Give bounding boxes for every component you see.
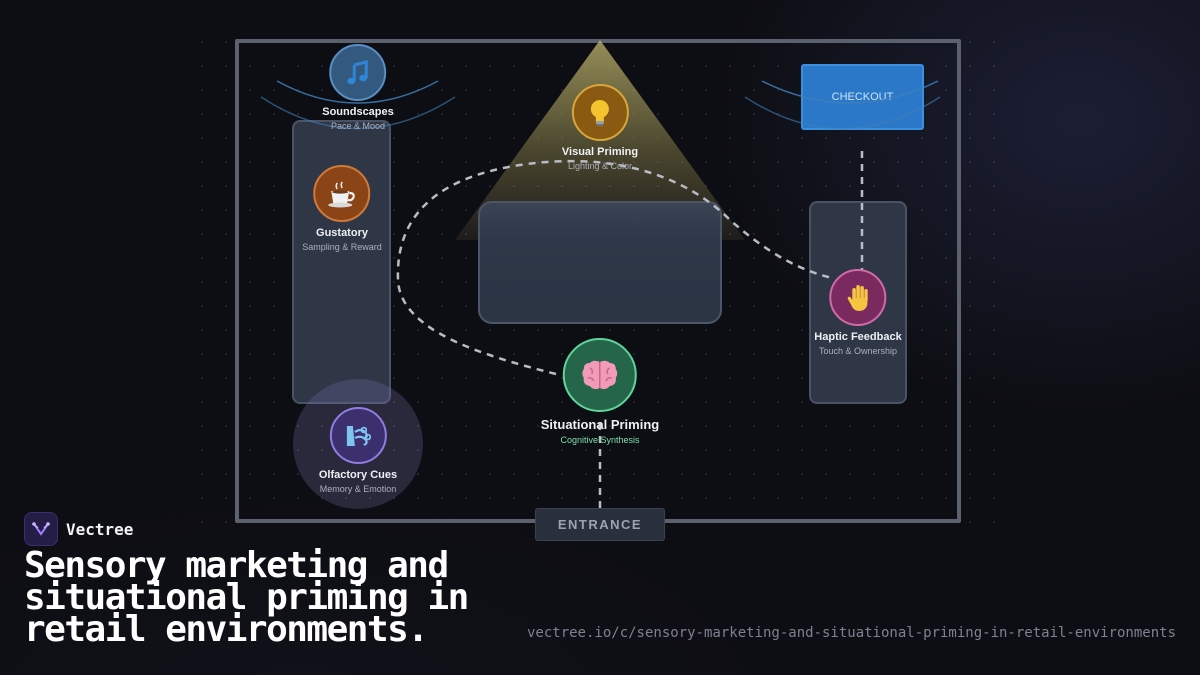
sound-wave-arc xyxy=(260,96,456,130)
node-gustatory: Gustatory Sampling & Reward xyxy=(302,165,382,252)
center-display-table xyxy=(478,201,722,324)
node-title: Olfactory Cues xyxy=(318,469,398,481)
node-title: Soundscapes xyxy=(322,106,394,118)
node-visual-priming: Visual Priming Lighting & Color xyxy=(562,84,638,171)
node-title: Haptic Feedback xyxy=(814,331,902,343)
sound-wave-arc xyxy=(761,80,939,104)
brand-name: Vectree xyxy=(66,519,134,539)
node-title: Visual Priming xyxy=(561,146,639,158)
node-olfactory-cues: Olfactory Cues Memory & Emotion xyxy=(319,407,397,494)
node-subtitle: Lighting & Color xyxy=(567,161,633,171)
checkout-label: CHECKOUT xyxy=(831,91,894,103)
brand: Vectree xyxy=(24,512,133,546)
node-subtitle: Touch & Ownership xyxy=(818,346,898,356)
node-title: Gustatory xyxy=(316,227,368,239)
brain-icon xyxy=(563,338,637,412)
node-subtitle: Sampling & Reward xyxy=(302,242,382,252)
entrance-label: ENTRANCE xyxy=(557,517,643,532)
node-soundscapes: Soundscapes Pace & Mood xyxy=(322,44,394,131)
sound-wave-arc xyxy=(276,80,439,104)
node-situational-priming: Situational Priming Cognitive Synthesis xyxy=(541,338,659,445)
scent-icon xyxy=(329,407,387,464)
node-subtitle: Cognitive Synthesis xyxy=(560,435,640,445)
article-url[interactable]: vectree.io/c/sensory-marketing-and-situa… xyxy=(526,625,1176,641)
hand-icon xyxy=(829,269,887,326)
lightbulb-icon xyxy=(571,84,629,141)
node-haptic-feedback: Haptic Feedback Touch & Ownership xyxy=(814,269,902,356)
node-subtitle: Pace & Mood xyxy=(330,121,386,131)
page-title: Sensory marketing and situational primin… xyxy=(24,545,469,650)
checkout-counter: CHECKOUT xyxy=(801,64,924,130)
node-title: Situational Priming xyxy=(540,417,660,432)
vectree-logo-icon xyxy=(24,512,58,546)
store-entrance: ENTRANCE xyxy=(535,508,665,541)
node-subtitle: Memory & Emotion xyxy=(319,484,397,494)
coffee-cup-icon xyxy=(313,165,371,222)
sound-wave-arc xyxy=(744,96,941,130)
music-note-icon xyxy=(329,44,387,101)
